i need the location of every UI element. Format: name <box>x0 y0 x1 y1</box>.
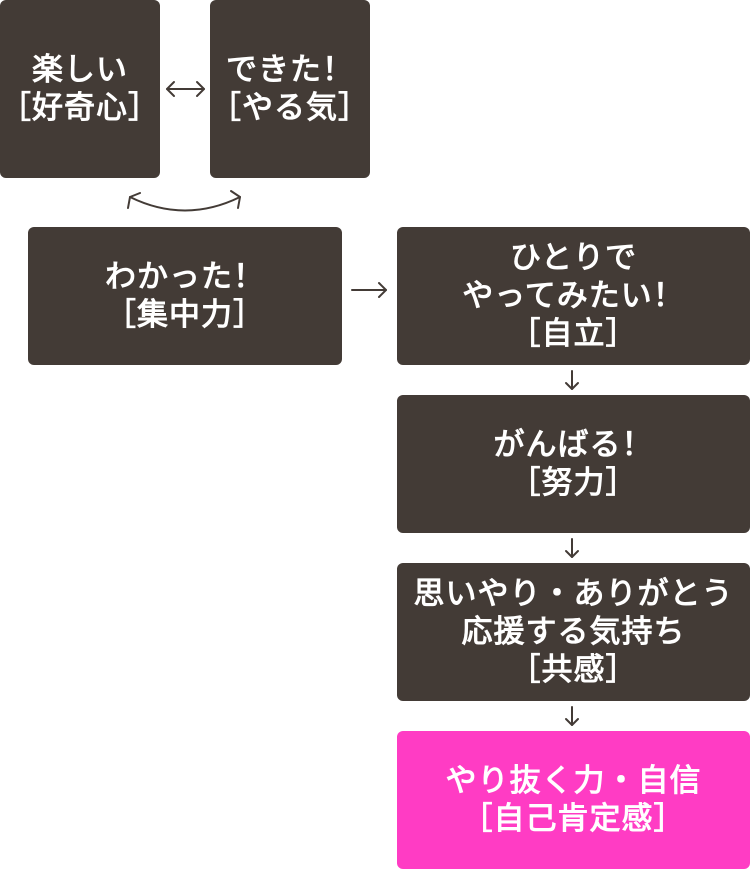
node-did-it-keyword: ［やる気］ <box>210 90 370 126</box>
node-persevere: がんばる！ ［努力］ <box>397 395 750 533</box>
node-fun: 楽しい ［好奇心］ <box>0 0 160 178</box>
node-empathy-keyword: ［共感］ <box>509 652 638 688</box>
node-try-alone-line2: やってみたい！ <box>462 278 685 314</box>
arrow-empathy-to-confidence <box>565 706 579 726</box>
node-fun-keyword: ［好奇心］ <box>0 90 160 126</box>
node-understood-keyword: ［集中力］ <box>105 297 265 333</box>
node-fun-label: 楽しい <box>32 52 128 88</box>
double-arrow-fun-did-it <box>166 81 205 97</box>
node-understood: わかった！ ［集中力］ <box>28 227 342 365</box>
arrow-understood-to-try-alone <box>351 282 387 298</box>
node-did-it-label: できた！ <box>226 52 354 88</box>
node-empathy-line2: 応援する気持ち <box>461 614 686 650</box>
node-confidence-label: やり抜く力・自信 <box>445 763 702 799</box>
node-empathy: 思いやり・ありがとう 応援する気持ち ［共感］ <box>397 563 750 701</box>
curved-arrow-top-cycle <box>127 190 241 212</box>
arrow-try-alone-to-persevere <box>565 370 579 390</box>
arrow-persevere-to-empathy <box>565 538 579 558</box>
node-persevere-label: がんばる！ <box>493 427 654 463</box>
node-understood-label: わかった！ <box>105 259 265 295</box>
node-try-alone-keyword: ［自立］ <box>509 316 638 352</box>
node-empathy-line1: 思いやり・ありがとう <box>413 576 734 612</box>
node-try-alone-line1: ひとりで <box>509 240 638 276</box>
node-try-alone: ひとりで やってみたい！ ［自立］ <box>397 227 750 365</box>
node-did-it: できた！ ［やる気］ <box>210 0 370 178</box>
node-persevere-keyword: ［努力］ <box>509 465 638 501</box>
node-confidence-keyword: ［自己肯定感］ <box>461 801 686 837</box>
node-confidence: やり抜く力・自信 ［自己肯定感］ <box>397 731 750 869</box>
